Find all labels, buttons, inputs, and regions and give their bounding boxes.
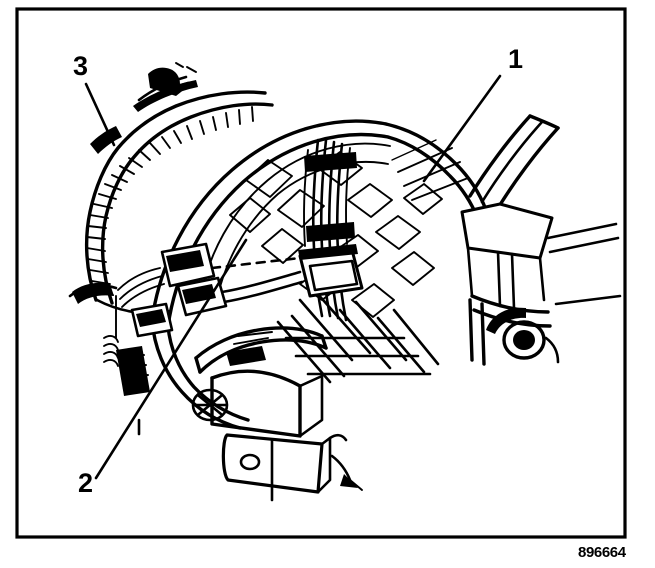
lower-carrier-box [194, 326, 328, 438]
left-connector-cluster [117, 242, 228, 338]
instrument-panel-carrier [150, 119, 488, 430]
callout-3-leader [84, 82, 116, 147]
callout-3: 3 [73, 51, 116, 147]
illustration-linework [68, 62, 622, 502]
a-pillar-structure [460, 114, 622, 366]
callout-2: 2 [78, 238, 248, 498]
lower-wire-branch [330, 454, 363, 491]
lower-left-connector [116, 346, 150, 396]
callout-1-label: 1 [508, 44, 523, 74]
hidden-edge-dashes [210, 256, 302, 270]
callout-1-leader [422, 74, 502, 183]
panel-edge-lines [391, 139, 469, 201]
callout-1: 1 [422, 44, 523, 183]
bracket-fastener-hole [239, 453, 261, 471]
figure-id-label: 896664 [578, 544, 627, 561]
electrical-connector [298, 244, 364, 298]
callout-2-leader [94, 238, 248, 480]
mounting-bracket [221, 433, 348, 502]
rotary-fastener [191, 388, 229, 422]
callout-2-label: 2 [78, 468, 93, 498]
conduit-retaining-clip [133, 62, 198, 112]
callout-3-label: 3 [73, 51, 88, 81]
corrugated-conduit [84, 90, 274, 305]
grommet-bushing [486, 307, 560, 364]
